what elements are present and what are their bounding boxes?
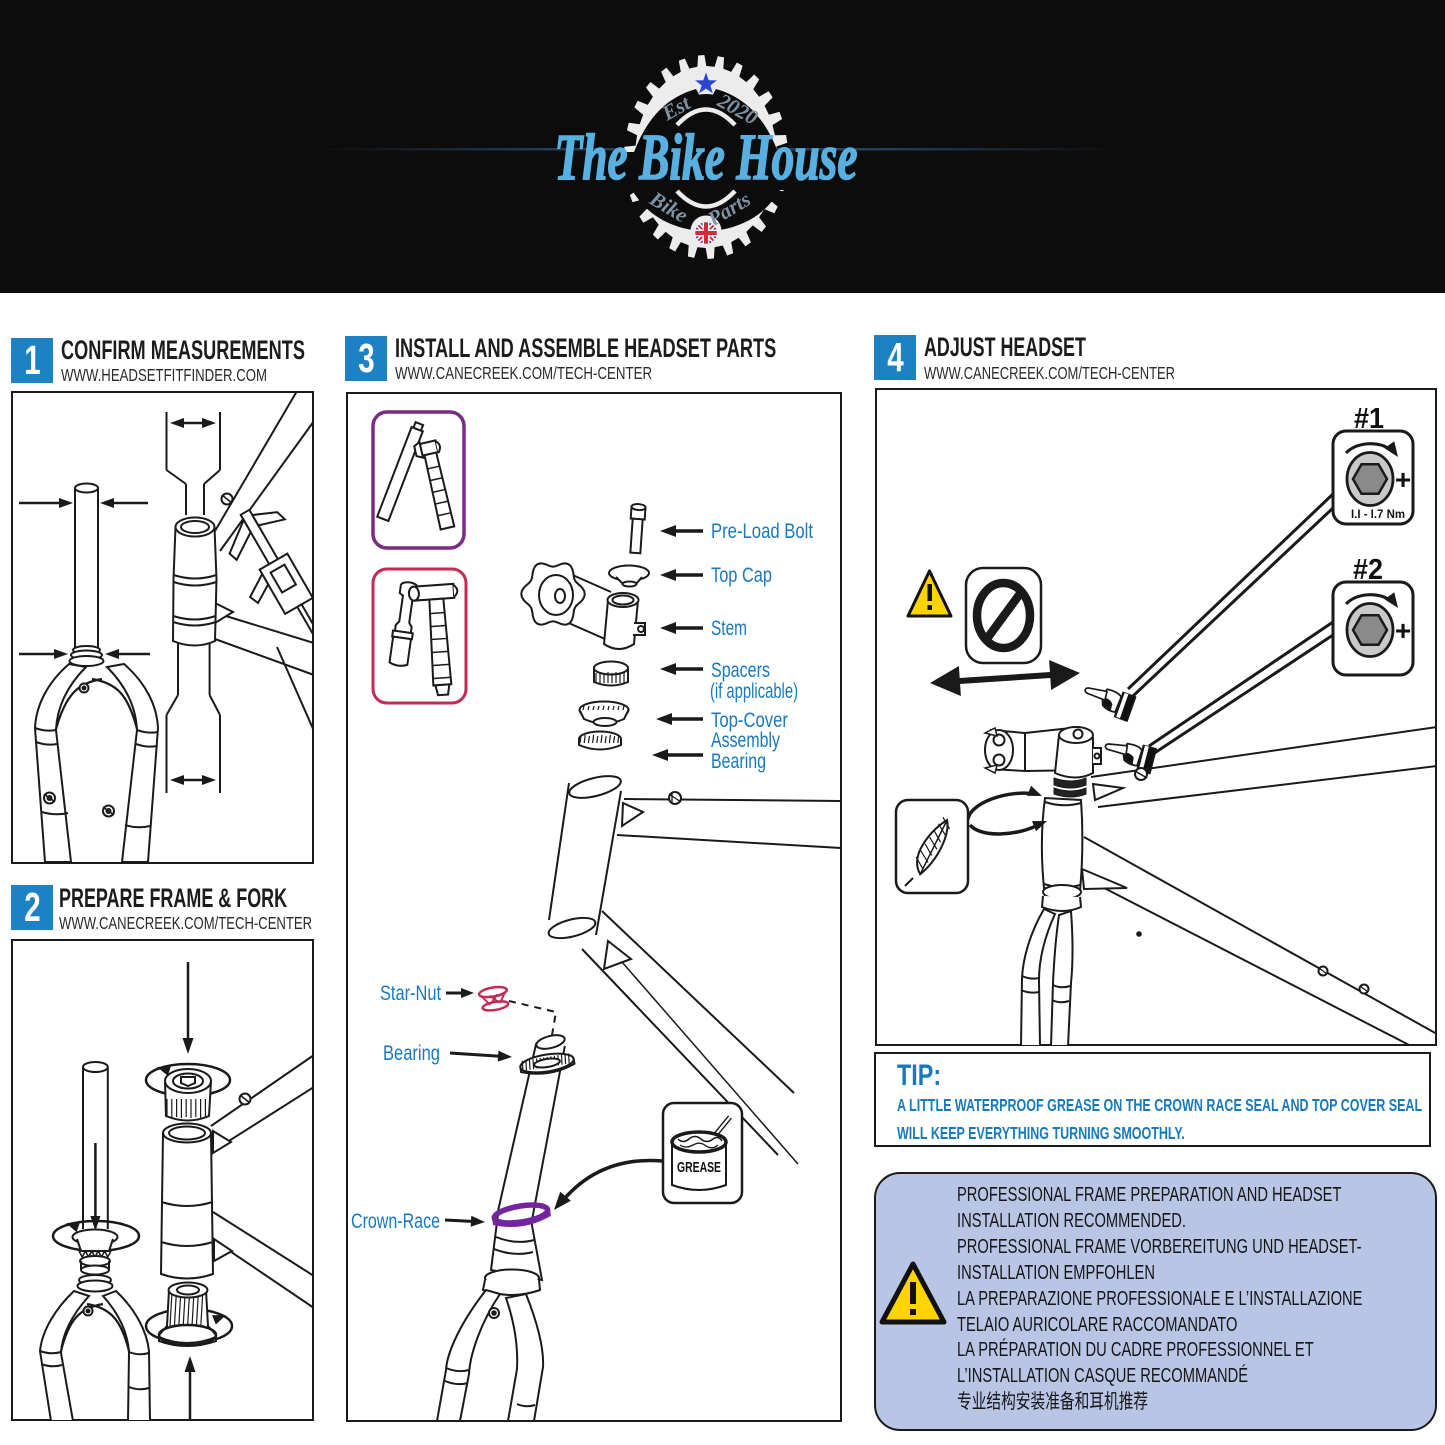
svg-text:Assembly: Assembly [711, 729, 780, 752]
svg-text:Stem: Stem [711, 617, 747, 640]
svg-text:Top Cap: Top Cap [711, 564, 772, 587]
svg-text:GREASE: GREASE [677, 1159, 721, 1176]
svg-text:#1: #1 [1354, 403, 1384, 435]
svg-text:Top-Cover: Top-Cover [711, 709, 788, 732]
svg-text:+: + [1395, 464, 1411, 495]
svg-text:I.I - I.7 Nm: I.I - I.7 Nm [1351, 507, 1405, 521]
svg-text:Pre-Load Bolt: Pre-Load Bolt [711, 520, 813, 543]
svg-text:Bearing: Bearing [711, 750, 766, 773]
svg-text:+: + [1395, 615, 1411, 646]
svg-text:(if applicable): (if applicable) [710, 680, 798, 703]
svg-text:Star-Nut: Star-Nut [380, 982, 441, 1005]
svg-text:Bearing: Bearing [383, 1042, 440, 1065]
svg-text:The Bike House: The Bike House [555, 121, 858, 194]
svg-text:Crown-Race: Crown-Race [351, 1210, 440, 1233]
svg-text:Spacers: Spacers [711, 659, 770, 682]
svg-text:#2: #2 [1353, 554, 1383, 586]
